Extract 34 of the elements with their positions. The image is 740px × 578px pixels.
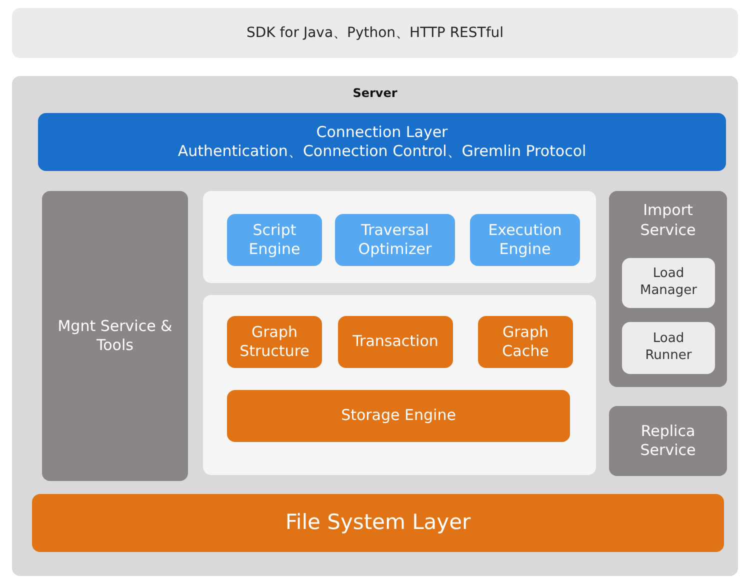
box-label: Connection Layer [316,122,448,142]
storage-engine-bar [227,390,570,442]
replica-service-box [609,406,727,476]
loader-box [622,322,715,374]
engine-box [227,214,322,266]
box-label: Graph Cache [501,322,550,362]
storage-panel [203,295,596,475]
box-label: Replica Service [639,422,697,460]
storage-component-box [338,316,453,368]
management-box [42,191,188,481]
engine-box [470,214,580,266]
box-label: Transaction [352,332,438,352]
engine-box [335,214,455,266]
box-label: Mgnt Service & Tools [56,316,174,356]
box-label: Script Engine [248,220,302,260]
box-label: SDK for Java、Python、HTTP RESTful [246,24,504,42]
box-label: Graph Structure [238,322,310,362]
server-panel [12,76,738,576]
box-label: Import Service [639,201,697,240]
connection-layer-bar [38,113,726,171]
loader-box [622,258,715,308]
box-label: Storage Engine [341,406,456,426]
box-label: Execution Engine [487,220,563,260]
storage-component-box [478,316,573,368]
box-sublabel: Authentication、Connection Control、Gremlin Protocol [178,142,586,162]
file-system-layer-bar [32,494,724,552]
box-label: Server [352,86,398,102]
storage-component-box [227,316,322,368]
import-service-box [609,191,727,387]
engine-panel [203,191,596,283]
box-label: Load Runner [644,331,693,365]
box-label: File System Layer [285,509,471,536]
box-label: Traversal Optimizer [357,220,433,260]
box-label: Load Manager [639,266,698,300]
